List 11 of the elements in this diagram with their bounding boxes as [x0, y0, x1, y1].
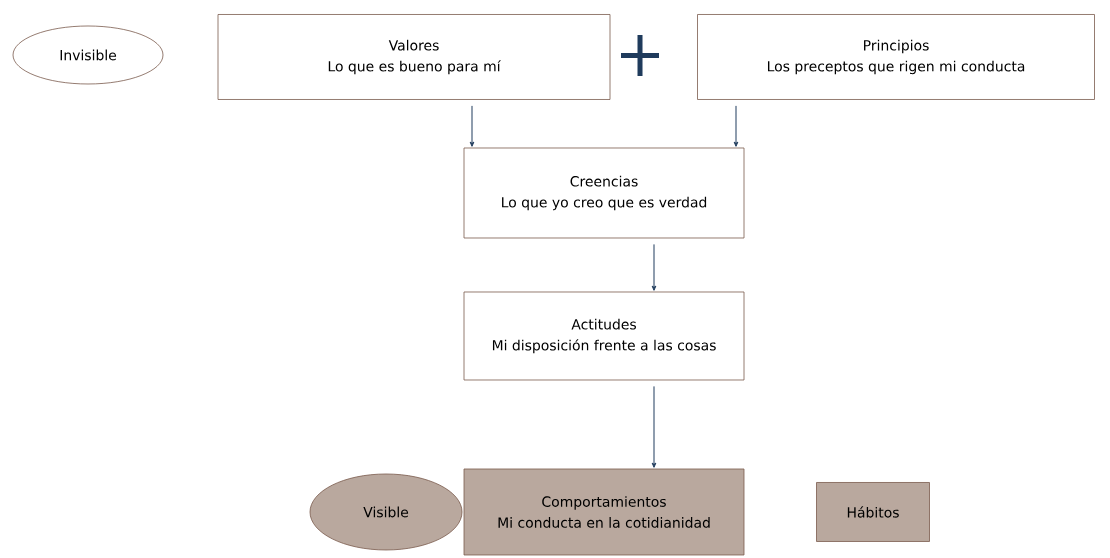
ellipse-label: Invisible [12, 25, 164, 85]
text-box: Actitudes Mi disposición frente a las cosas [463, 291, 745, 381]
text-box: Hábitos [816, 482, 930, 542]
arrow [651, 385, 657, 468]
text-box: Creencias Lo que yo creo que es verdad [463, 147, 745, 239]
ellipse-label: Visible [309, 473, 463, 551]
arrow [733, 105, 739, 147]
text-box: Principios Los preceptos que rigen mi conducta [697, 14, 1095, 100]
text-box: Valores Lo que es bueno para mí [217, 14, 611, 100]
arrow [651, 243, 657, 291]
arrow [469, 105, 475, 147]
